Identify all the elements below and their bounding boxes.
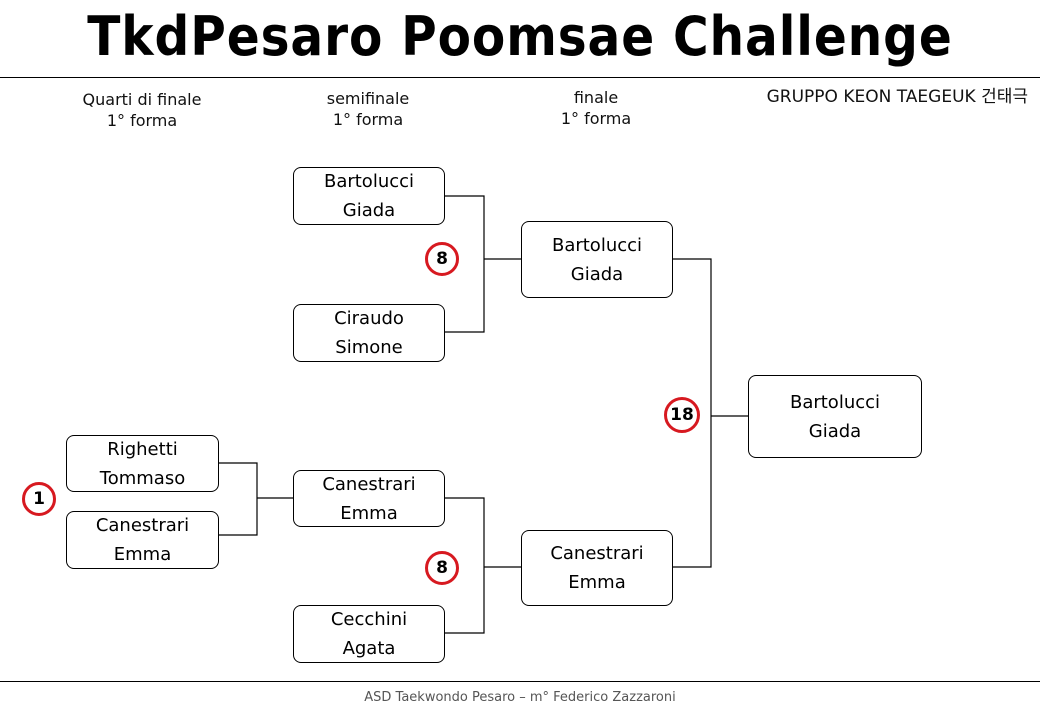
connector-final-bottom	[672, 416, 712, 568]
winner-box-bartolucci-giada: Bartolucci Giada	[748, 375, 922, 458]
round-form: 1° forma	[106, 111, 178, 130]
round-name: semifinale	[326, 89, 410, 108]
group-label: GRUPPO KEON TAEGEUK 건태극	[766, 87, 1028, 107]
athlete-name: Giada	[342, 200, 396, 221]
score-semifinal-2: 8	[425, 551, 459, 585]
connector-final-top	[672, 258, 712, 416]
round-name: Quarti di finale	[82, 90, 202, 109]
connector-sf2-top	[444, 497, 485, 567]
athlete-name: Giada	[570, 263, 624, 285]
score-final: 18	[664, 397, 700, 433]
connector-qf-top	[218, 462, 258, 498]
score-semifinal-1: 8	[425, 242, 459, 276]
score-quarterfinal: 1	[22, 482, 56, 516]
footer-divider	[0, 681, 1040, 682]
athlete-name: Agata	[342, 638, 396, 659]
athlete-box-canestrari-emma-qf: Canestrari Emma	[66, 511, 219, 569]
athlete-name: Tommaso	[99, 467, 186, 489]
round-name: finale	[573, 88, 619, 107]
connector-sf1-bottom	[444, 259, 485, 333]
connector-sf2-bottom	[444, 567, 485, 634]
athlete-surname: Bartolucci	[323, 171, 415, 192]
round-form: 1° forma	[560, 109, 632, 128]
connector-sf1-top	[444, 195, 485, 259]
athlete-surname: Bartolucci	[789, 391, 881, 413]
round-header-semifinal: semifinale 1° forma	[278, 88, 458, 130]
round-header-final: finale 1° forma	[506, 87, 686, 129]
athlete-box-bartolucci-giada-sf: Bartolucci Giada	[293, 167, 445, 225]
header-divider	[0, 77, 1040, 78]
footer-credit: ASD Taekwondo Pesaro – m° Federico Zazza…	[364, 690, 676, 705]
athlete-box-cecchini-agata: Cecchini Agata	[293, 605, 445, 663]
athlete-name: Emma	[113, 544, 172, 565]
round-header-quarterfinal: Quarti di finale 1° forma	[52, 89, 232, 131]
athlete-surname: Canestrari	[322, 473, 416, 495]
athlete-surname: Ciraudo	[334, 308, 404, 329]
athlete-box-righetti-tommaso: Righetti Tommaso	[66, 435, 219, 492]
athlete-name: Simone	[335, 337, 403, 358]
athlete-name: Emma	[568, 572, 626, 593]
athlete-surname: Bartolucci	[551, 234, 643, 256]
athlete-surname: Canestrari	[95, 515, 190, 536]
athlete-box-canestrari-emma-sf: Canestrari Emma	[293, 470, 445, 527]
athlete-box-ciraudo-simone: Ciraudo Simone	[293, 304, 445, 362]
athlete-box-canestrari-emma-final: Canestrari Emma	[521, 530, 673, 606]
athlete-name: Emma	[340, 502, 398, 524]
athlete-box-bartolucci-giada-final: Bartolucci Giada	[521, 221, 673, 298]
round-form: 1° forma	[332, 110, 404, 129]
athlete-surname: Righetti	[107, 438, 178, 460]
athlete-surname: Canestrari	[550, 543, 644, 564]
page-title: TkdPesaro Poomsae Challenge	[87, 5, 953, 68]
athlete-name: Giada	[808, 420, 862, 442]
athlete-surname: Cecchini	[330, 609, 408, 630]
connector-qf-bottom	[218, 498, 258, 536]
